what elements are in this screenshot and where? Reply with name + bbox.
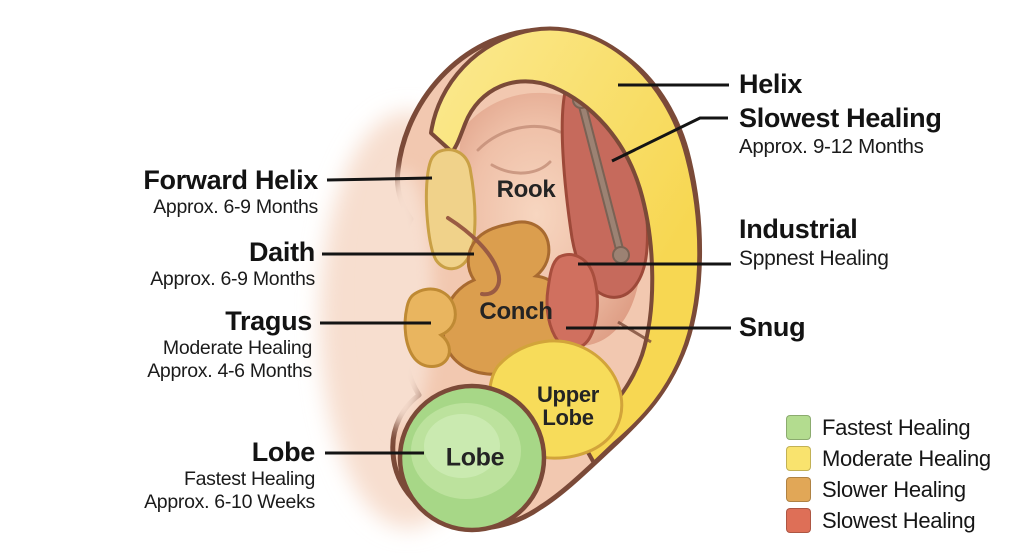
moderate-healing-swatch bbox=[786, 446, 811, 471]
industrial-title: Industrial bbox=[739, 214, 858, 244]
daith-fold bbox=[446, 216, 501, 297]
slowest-healing-title: Slowest Healing bbox=[739, 103, 942, 133]
leader-lines bbox=[320, 83, 731, 455]
tragus-title: Tragus bbox=[225, 306, 312, 336]
tragus-region bbox=[403, 287, 457, 368]
label-industrial: Industrial Sppnest Healing bbox=[739, 214, 889, 272]
legend-row-slower: Slower Healing bbox=[786, 477, 991, 502]
conch-label: Conch bbox=[479, 298, 553, 325]
lobe-title: Lobe bbox=[251, 437, 316, 467]
helix-title: Helix bbox=[739, 69, 803, 99]
slowest-healing-sub: Approx. 9-12 Months bbox=[739, 135, 924, 158]
label-daith: Daith Approx. 6-9 Months bbox=[150, 237, 315, 291]
moderate-healing-label: Moderate Healing bbox=[822, 445, 991, 471]
tragus-sub1: Moderate Healing bbox=[162, 337, 312, 359]
upper-lobe-label: Upper Lobe bbox=[536, 382, 600, 430]
slower-healing-swatch bbox=[786, 477, 811, 502]
label-helix: Helix bbox=[739, 69, 802, 100]
tragus-sub2: Approx. 4-6 Months bbox=[147, 360, 312, 382]
forward-helix-title: Forward Helix bbox=[143, 165, 318, 195]
slowest-healing-swatch bbox=[786, 508, 811, 533]
lobe-on-ear-label: Lobe bbox=[445, 443, 505, 472]
lobe-sub1: Fastest Healing bbox=[184, 468, 315, 490]
healing-legend: Fastest Healing Moderate Healing Slower … bbox=[786, 415, 991, 533]
label-tragus: Tragus Moderate Healing Approx. 4-6 Mont… bbox=[147, 306, 312, 383]
rim-seam bbox=[617, 320, 652, 344]
snug-region bbox=[545, 253, 599, 351]
legend-row-fastest: Fastest Healing bbox=[786, 415, 991, 440]
snug-title: Snug bbox=[739, 312, 806, 342]
daith-title: Daith bbox=[248, 237, 315, 267]
fastest-healing-swatch bbox=[786, 415, 811, 440]
legend-row-slowest: Slowest Healing bbox=[786, 508, 991, 533]
legend-row-moderate: Moderate Healing bbox=[786, 446, 991, 471]
lobe-region bbox=[397, 383, 547, 533]
forward-helix-sub: Approx. 6-9 Months bbox=[153, 196, 318, 218]
fastest-healing-label: Fastest Healing bbox=[822, 414, 971, 440]
forward-helix-leader bbox=[326, 176, 433, 182]
label-slowest-healing: Slowest Healing Approx. 9-12 Months bbox=[739, 103, 942, 159]
rook-label: Rook bbox=[496, 176, 556, 203]
slowest-healing-leader bbox=[611, 116, 728, 163]
lobe-sub2: Approx. 6-10 Weeks bbox=[144, 491, 315, 513]
slowest-healing-label: Slowest Healing bbox=[822, 507, 976, 533]
daith-sub: Approx. 6-9 Months bbox=[150, 268, 315, 290]
label-forward-helix: Forward Helix Approx. 6-9 Months bbox=[143, 165, 318, 219]
label-lobe: Lobe Fastest Healing Approx. 6-10 Weeks bbox=[144, 437, 315, 514]
slower-healing-label: Slower Healing bbox=[822, 476, 966, 502]
face-skin-blend bbox=[373, 170, 433, 430]
industrial-sub: Sppnest Healing bbox=[739, 247, 889, 270]
forward-helix-region bbox=[424, 148, 477, 271]
label-snug: Snug bbox=[739, 312, 806, 343]
